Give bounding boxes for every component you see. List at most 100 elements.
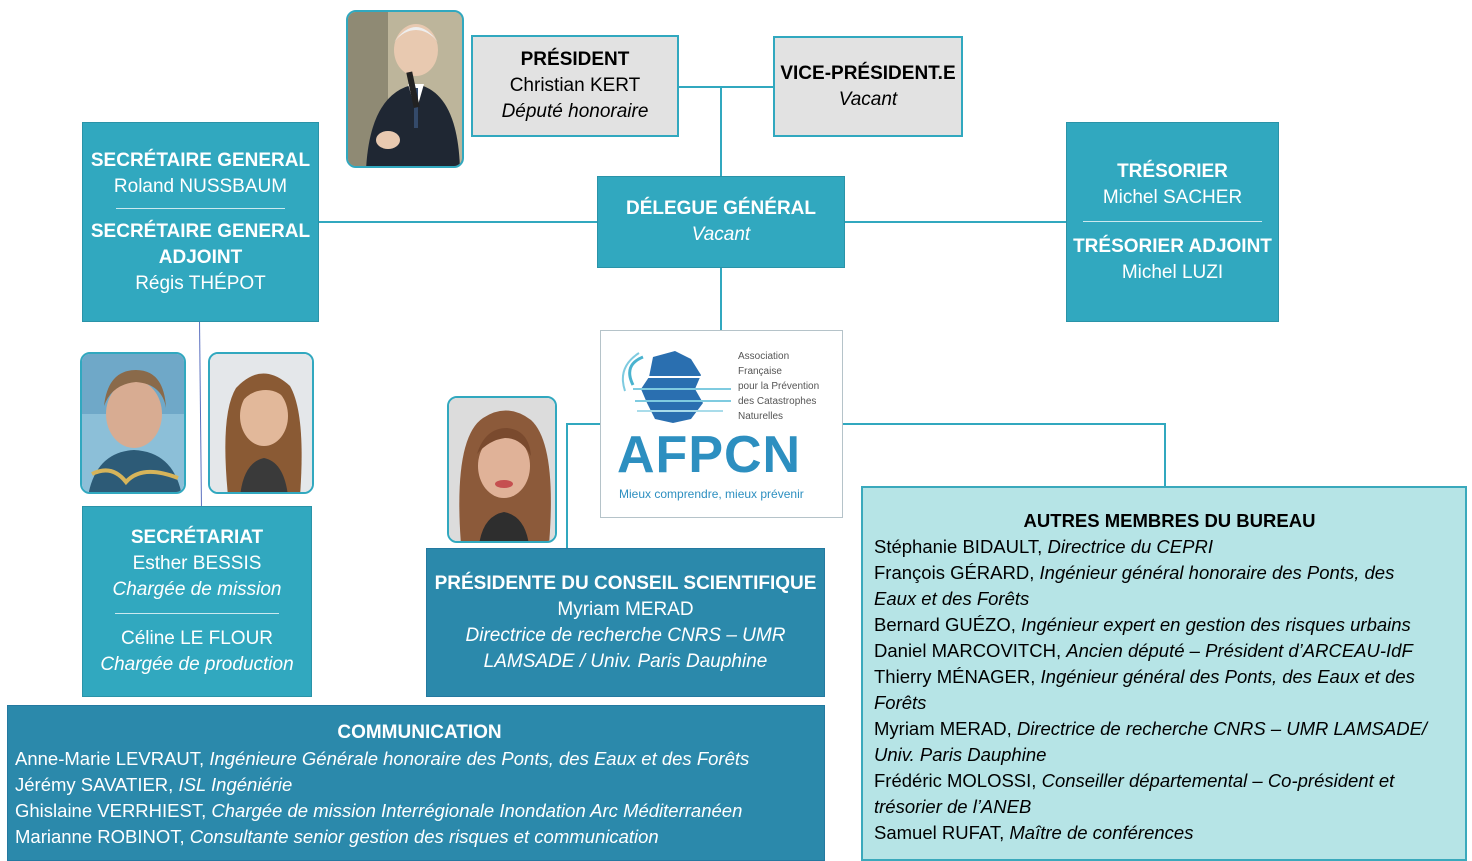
connector-logo-right-h bbox=[842, 423, 1166, 425]
connector-left-delegue bbox=[318, 221, 598, 223]
bureau-member: Frédéric MOLOSSI, Conseiller département… bbox=[874, 768, 1394, 794]
logo-tagline-line: Naturelles bbox=[738, 411, 784, 422]
secretaire-adjoint-title-cont: ADJOINT bbox=[158, 246, 243, 268]
member-role: Directrice du CEPRI bbox=[1047, 536, 1213, 557]
member-role: Ancien député – Président d’ARCEAU-IdF bbox=[1066, 640, 1413, 661]
member-role: Chargée de mission Interrégionale Inonda… bbox=[211, 800, 743, 821]
secretariat-title: SECRÉTARIAT bbox=[130, 527, 264, 548]
member-role: Ingénieur général des Ponts, des Eaux et… bbox=[1040, 666, 1415, 687]
member-name: Daniel MARCOVITCH, bbox=[874, 640, 1067, 661]
connector-president-vp bbox=[678, 86, 773, 88]
communication-member: Anne-Marie LEVRAUT, Ingénieure Générale … bbox=[15, 746, 749, 772]
logo-slogan: Mieux comprendre, mieux prévenir bbox=[619, 487, 804, 501]
member-role: Ingénieure Générale honoraire des Ponts,… bbox=[209, 748, 750, 769]
vice-president-box: VICE-PRÉSIDENT.E Vacant bbox=[773, 36, 963, 137]
secretaire-general-box: SECRÉTAIRE GENERAL Roland NUSSBAUM SECRÉ… bbox=[82, 122, 319, 322]
secretariat-box: SECRÉTARIAT Esther BESSIS Chargée de mis… bbox=[82, 506, 312, 697]
connector-delegue-right bbox=[845, 221, 1067, 223]
tresorier-title: TRÉSORIER bbox=[1117, 160, 1228, 182]
conseil-photo bbox=[447, 396, 557, 543]
logo-tagline-line: pour la Prévention bbox=[738, 381, 820, 392]
conseil-name: Myriam MERAD bbox=[557, 598, 694, 620]
delegue-general-box: DÉLEGUE GÉNÉRAL Vacant bbox=[597, 176, 845, 268]
conseil-role-1: Directrice de recherche CNRS – UMR bbox=[465, 624, 786, 646]
vice-president-name: Vacant bbox=[838, 88, 898, 110]
bureau-box: AUTRES MEMBRES DU BUREAU Stéphanie BIDAU… bbox=[861, 486, 1467, 861]
bureau-member-cont: Eaux et des Forêts bbox=[874, 588, 1030, 609]
president-role: Député honoraire bbox=[501, 101, 649, 122]
member-role: Directrice de recherche CNRS – UMR LAMSA… bbox=[1016, 718, 1428, 739]
tresorier-name: Michel SACHER bbox=[1102, 186, 1243, 208]
tresorier-adjoint-title: TRÉSORIER ADJOINT bbox=[1073, 235, 1272, 257]
bureau-member-cont: Univ. Paris Dauphine bbox=[874, 744, 1047, 765]
member-role: Conseiller départemental – Co-président … bbox=[1041, 770, 1395, 791]
bureau-member: Thierry MÉNAGER, Ingénieur général des P… bbox=[874, 664, 1415, 690]
bureau-member: Myriam MERAD, Directrice de recherche CN… bbox=[874, 716, 1427, 742]
communication-member: Marianne ROBINOT, Consultante senior ges… bbox=[15, 824, 659, 850]
conseil-scientifique-box: PRÉSIDENTE DU CONSEIL SCIENTIFIQUE Myria… bbox=[426, 548, 825, 697]
secretaire-general-name: Roland NUSSBAUM bbox=[113, 175, 288, 197]
connector-logo-left-v bbox=[566, 423, 568, 549]
vice-president-title: VICE-PRÉSIDENT.E bbox=[780, 62, 956, 84]
secretariat-name-2: Céline LE FLOUR bbox=[120, 628, 274, 649]
bureau-member: Stéphanie BIDAULT, Directrice du CEPRI bbox=[874, 534, 1213, 560]
secretariat-role-2: Chargée de production bbox=[100, 654, 294, 675]
communication-member: Jérémy SAVATIER, ISL Ingéniérie bbox=[15, 772, 292, 798]
member-name: François GÉRARD, bbox=[874, 562, 1040, 583]
secretaire-adjoint-name: Régis THÉPOT bbox=[135, 272, 266, 294]
connector-logo-right-v bbox=[1164, 423, 1166, 486]
conseil-role-2: LAMSADE / Univ. Paris Dauphine bbox=[483, 650, 768, 672]
delegue-general-name: Vacant bbox=[691, 224, 751, 245]
conseil-title: PRÉSIDENTE DU CONSEIL SCIENTIFIQUE bbox=[434, 572, 817, 594]
connector-vertical-top bbox=[720, 86, 722, 176]
secretariat-photo-1 bbox=[80, 352, 186, 494]
divider bbox=[114, 613, 280, 614]
president-name: Christian KERT bbox=[509, 75, 641, 96]
president-title: PRÉSIDENT bbox=[520, 49, 630, 70]
secretariat-role-1: Chargée de mission bbox=[112, 579, 282, 600]
member-role: ISL Ingéniérie bbox=[178, 774, 293, 795]
logo-acronym: AFPCN bbox=[617, 426, 802, 484]
secretariat-name-1: Esther BESSIS bbox=[132, 553, 262, 574]
tresorier-box: TRÉSORIER Michel SACHER TRÉSORIER ADJOIN… bbox=[1066, 122, 1279, 322]
member-name: Thierry MÉNAGER, bbox=[874, 666, 1041, 687]
president-photo bbox=[346, 10, 464, 168]
bureau-member-cont: trésorier de l’ANEB bbox=[874, 796, 1032, 817]
secretariat-photo-2 bbox=[208, 352, 314, 494]
member-name: Stéphanie BIDAULT, bbox=[874, 536, 1048, 557]
president-box: PRÉSIDENT Christian KERT Député honorair… bbox=[471, 35, 679, 137]
divider bbox=[1082, 220, 1263, 222]
communication-member: Ghislaine VERRHIEST, Chargée de mission … bbox=[15, 798, 742, 824]
delegue-general-title: DÉLEGUE GÉNÉRAL bbox=[625, 198, 817, 219]
divider bbox=[115, 207, 286, 209]
connector-delegue-logo bbox=[720, 268, 722, 331]
secretaire-adjoint-title: SECRÉTAIRE GENERAL bbox=[90, 220, 311, 242]
member-name: Jérémy SAVATIER, bbox=[15, 774, 179, 795]
secretaire-general-title: SECRÉTAIRE GENERAL bbox=[90, 149, 311, 171]
logo-tagline-line: Française bbox=[738, 366, 782, 377]
member-role: Maître de conférences bbox=[1009, 822, 1194, 843]
communication-box: COMMUNICATION Anne-Marie LEVRAUT, Ingéni… bbox=[7, 705, 825, 861]
france-map-icon bbox=[621, 351, 731, 423]
bureau-title: AUTRES MEMBRES DU BUREAU bbox=[1023, 510, 1316, 531]
member-name: Bernard GUÉZO, bbox=[874, 614, 1022, 635]
member-role: Consultante senior gestion des risques e… bbox=[189, 826, 659, 847]
member-name: Samuel RUFAT, bbox=[874, 822, 1010, 843]
logo-tagline-line: Association bbox=[738, 351, 790, 362]
member-name: Ghislaine VERRHIEST, bbox=[15, 800, 212, 821]
member-role: Ingénieur expert en gestion des risques … bbox=[1021, 614, 1411, 635]
tresorier-adjoint-name: Michel LUZI bbox=[1121, 261, 1224, 283]
communication-title: COMMUNICATION bbox=[337, 722, 502, 743]
member-name: Frédéric MOLOSSI, bbox=[874, 770, 1042, 791]
bureau-member: François GÉRARD, Ingénieur général honor… bbox=[874, 560, 1394, 586]
bureau-member: Bernard GUÉZO, Ingénieur expert en gesti… bbox=[874, 612, 1411, 638]
bureau-member-cont: Forêts bbox=[874, 692, 927, 713]
member-name: Marianne ROBINOT, bbox=[15, 826, 190, 847]
bureau-member: Daniel MARCOVITCH, Ancien député – Prési… bbox=[874, 638, 1413, 664]
bureau-member: Samuel RUFAT, Maître de conférences bbox=[874, 820, 1193, 846]
member-name: Anne-Marie LEVRAUT, bbox=[15, 748, 210, 769]
afpcn-logo: Association Française pour la Prévention… bbox=[600, 330, 843, 518]
connector-secretaire-secretariat bbox=[199, 321, 202, 508]
logo-tagline-line: des Catastrophes bbox=[738, 396, 817, 407]
connector-logo-left-h bbox=[566, 423, 601, 425]
